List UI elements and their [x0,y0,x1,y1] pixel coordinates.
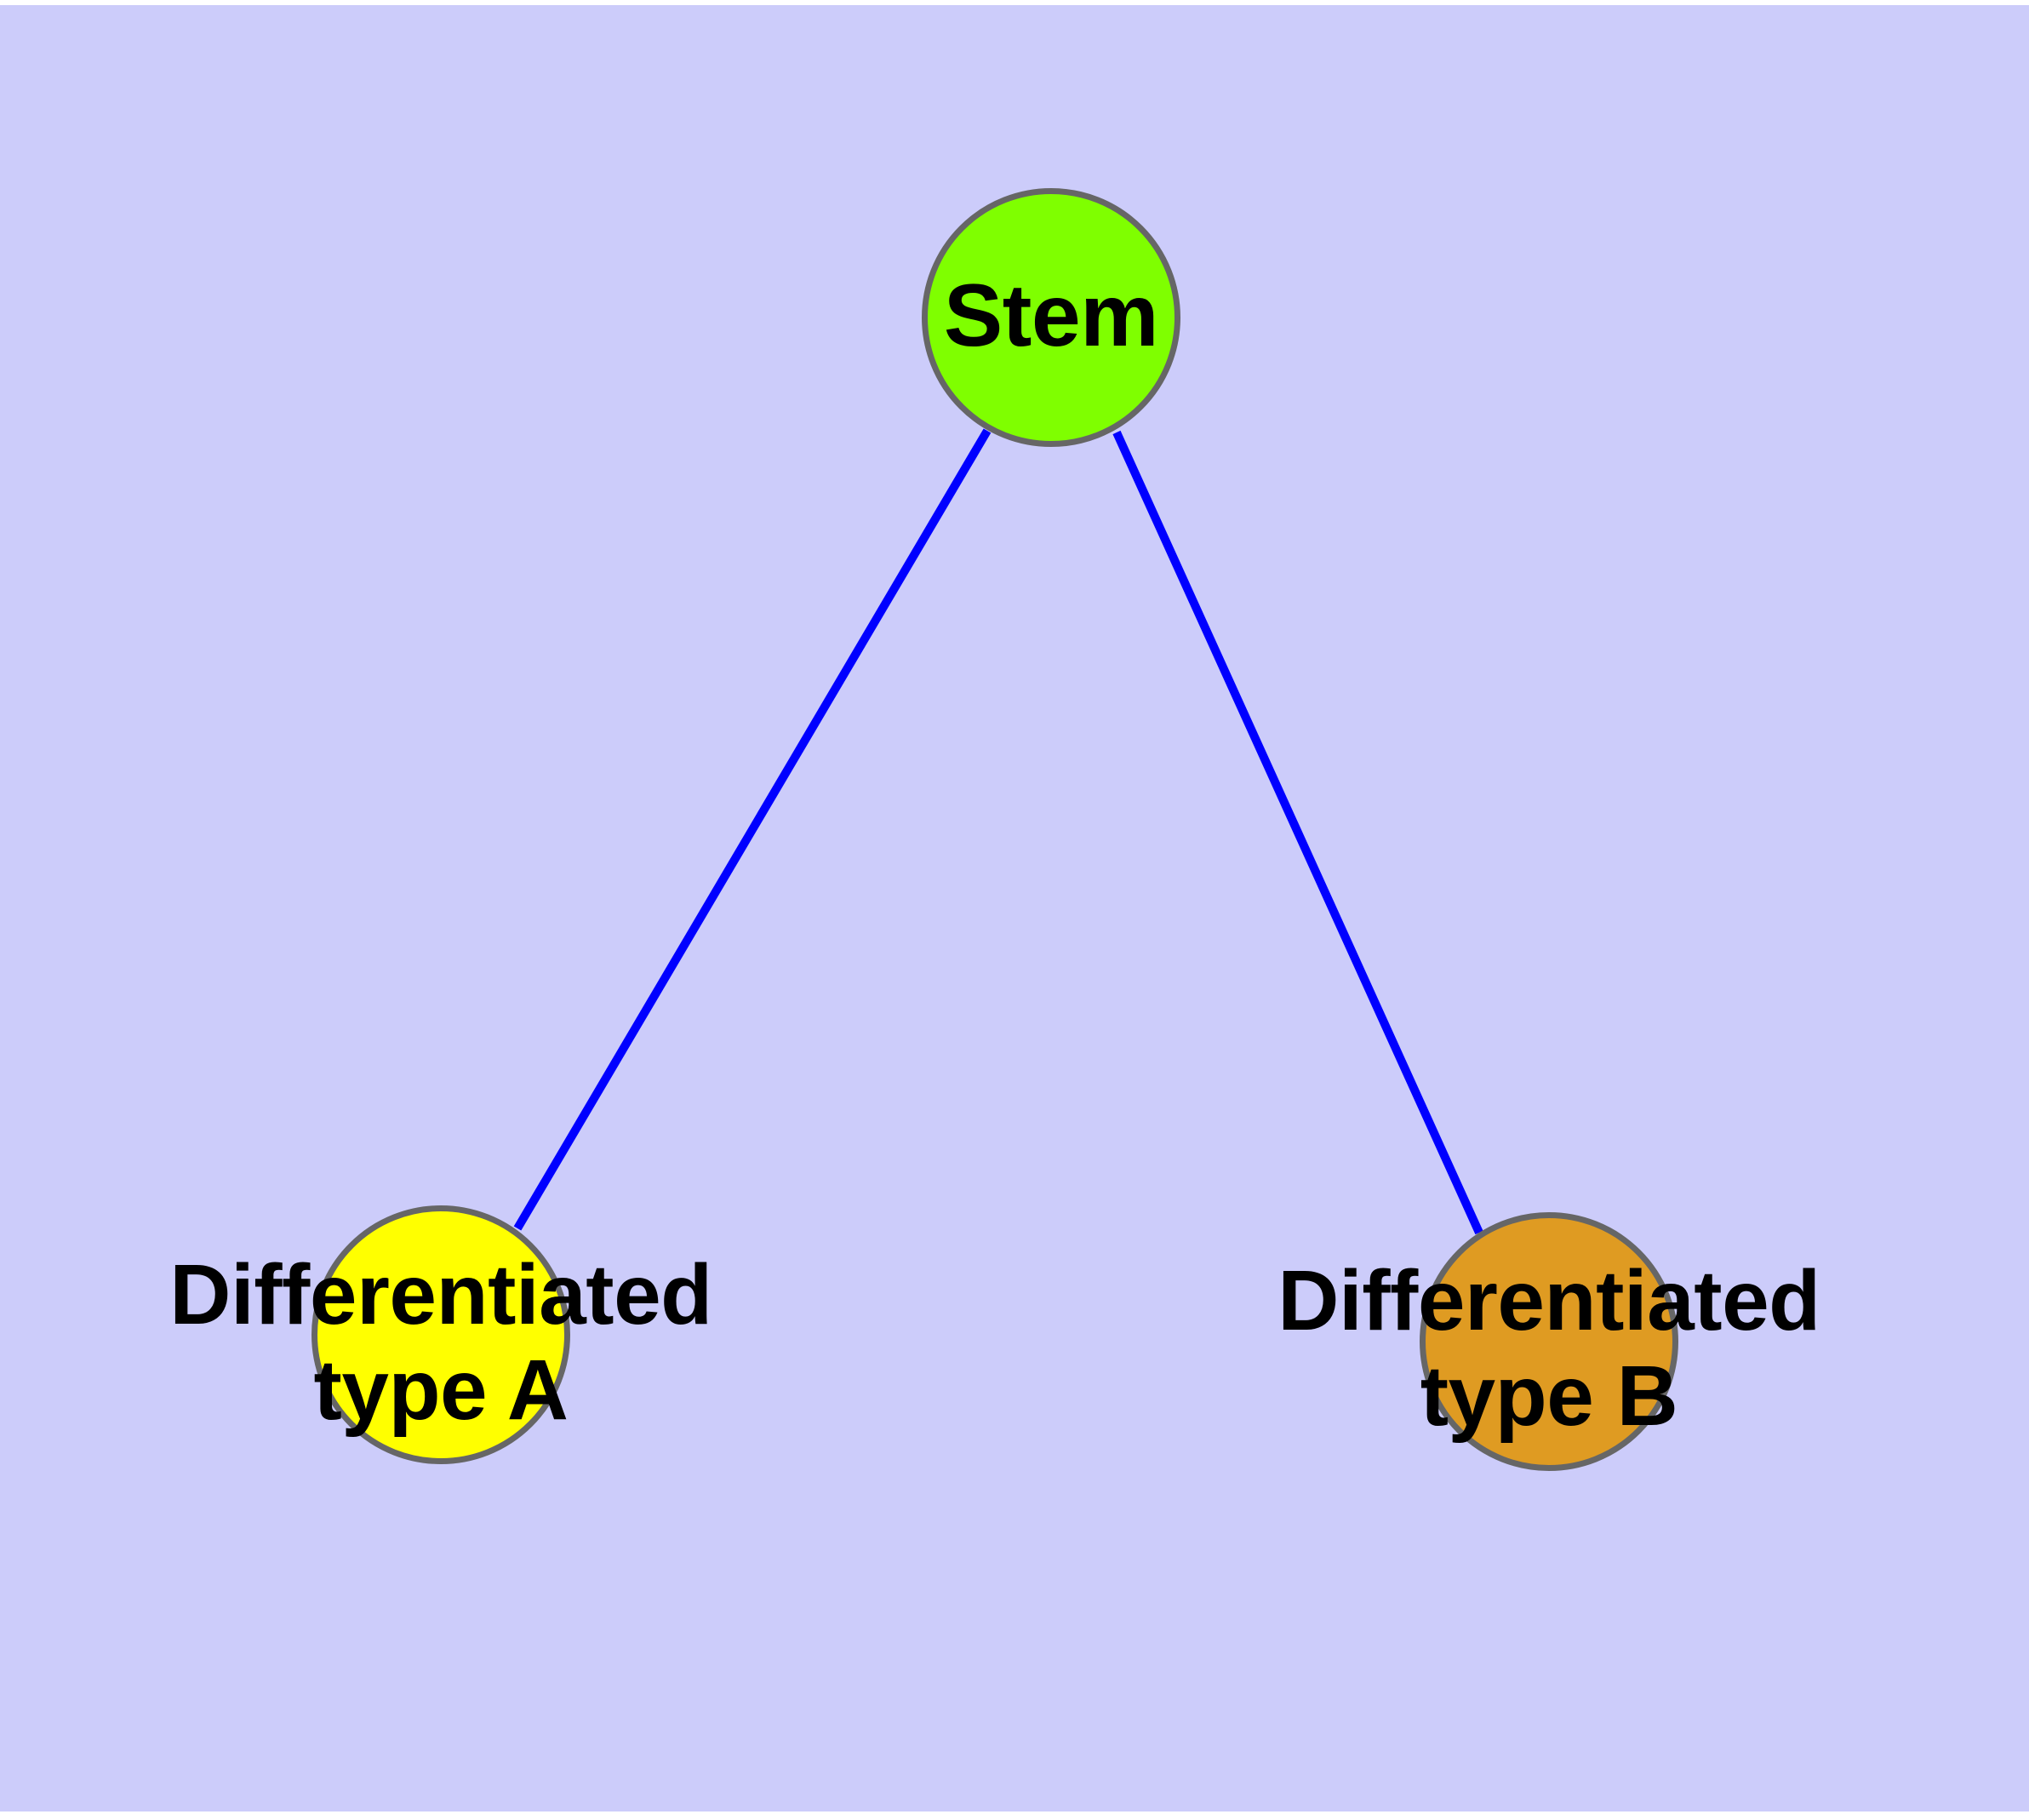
nodes-layer [311,188,1678,1471]
edges-layer [513,428,1483,1235]
node-differentiated-type-a[interactable] [311,1205,570,1464]
edge-stem-to-differentiated-type-a[interactable] [513,428,992,1231]
node-differentiated-type-b[interactable] [1420,1212,1678,1471]
edge-stem-to-differentiated-type-b[interactable] [1112,430,1483,1235]
node-stem[interactable] [922,188,1180,447]
